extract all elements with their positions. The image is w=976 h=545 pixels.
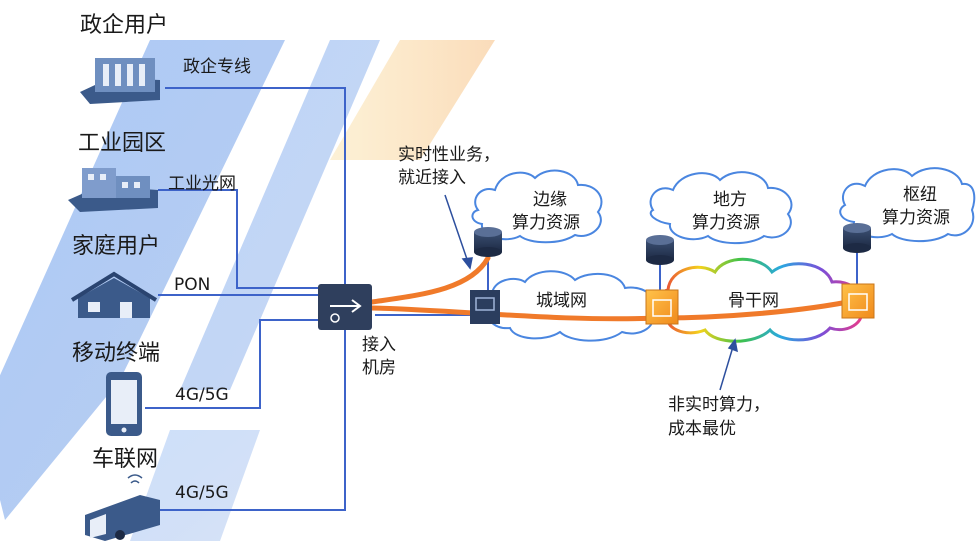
park-user-title: 工业园区 [78, 131, 166, 156]
factory-building-icon [68, 168, 158, 212]
gov-link-line [165, 87, 346, 285]
truck-icon [85, 474, 160, 541]
realtime-arrow [444, 194, 471, 269]
vehicle-user-title: 车联网 [92, 447, 158, 472]
annotation-arrows [444, 194, 738, 391]
smartphone-icon [106, 372, 142, 436]
local-compute-label-line1: 地方 [713, 190, 747, 210]
nonrealtime-annotation-line1: 非实时算力， [668, 395, 770, 415]
local-router-icon [646, 235, 674, 265]
access-room-label-line2: 机房 [362, 358, 396, 378]
access-switch-icon [318, 284, 372, 330]
compute-clouds [471, 167, 976, 245]
vehicle-link-label: 4G/5G [175, 483, 229, 503]
house-icon [70, 271, 158, 318]
gov-link-label: 政企专线 [183, 57, 251, 77]
nonrealtime-annotation-line2: 成本最优 [668, 419, 736, 439]
edge-router-icon [474, 227, 502, 257]
vehicle-link-line [155, 330, 346, 511]
home-user-title: 家庭用户 [72, 234, 160, 259]
mobile-link-line [145, 319, 320, 409]
local-compute-label-line2: 算力资源 [692, 213, 760, 233]
metro-network-label: 城域网 [536, 291, 587, 311]
hub-router-icon [843, 223, 871, 253]
access-room-label-line1: 接入 [362, 335, 396, 355]
office-building-icon [80, 58, 160, 104]
hub-compute-label-line1: 枢纽 [903, 185, 937, 205]
park-link-label: 工业光网 [168, 174, 236, 194]
mobile-user-title: 移动终端 [72, 341, 160, 366]
backbone-switch-left-icon [645, 289, 679, 325]
edge-compute-label-line1: 边缘 [533, 190, 567, 210]
realtime-annotation-line1: 实时性业务， [398, 145, 500, 165]
metro-gateway-icon [470, 290, 500, 324]
backbone-network-label: 骨干网 [728, 291, 779, 311]
watermark-logo [0, 40, 495, 541]
edge-compute-label-line2: 算力资源 [512, 213, 580, 233]
gov-user-title: 政企用户 [80, 13, 168, 38]
access-links [145, 87, 858, 511]
park-link-line [158, 189, 320, 289]
home-link-label: PON [174, 275, 210, 295]
backbone-switch-right-icon [841, 283, 875, 319]
realtime-annotation-line2: 就近接入 [398, 168, 466, 188]
backbone-cloud [657, 257, 864, 343]
mobile-link-label: 4G/5G [175, 385, 229, 405]
hub-compute-label-line2: 算力资源 [882, 208, 950, 228]
realtime-flow [369, 255, 491, 305]
local-compute-cloud [649, 171, 793, 245]
